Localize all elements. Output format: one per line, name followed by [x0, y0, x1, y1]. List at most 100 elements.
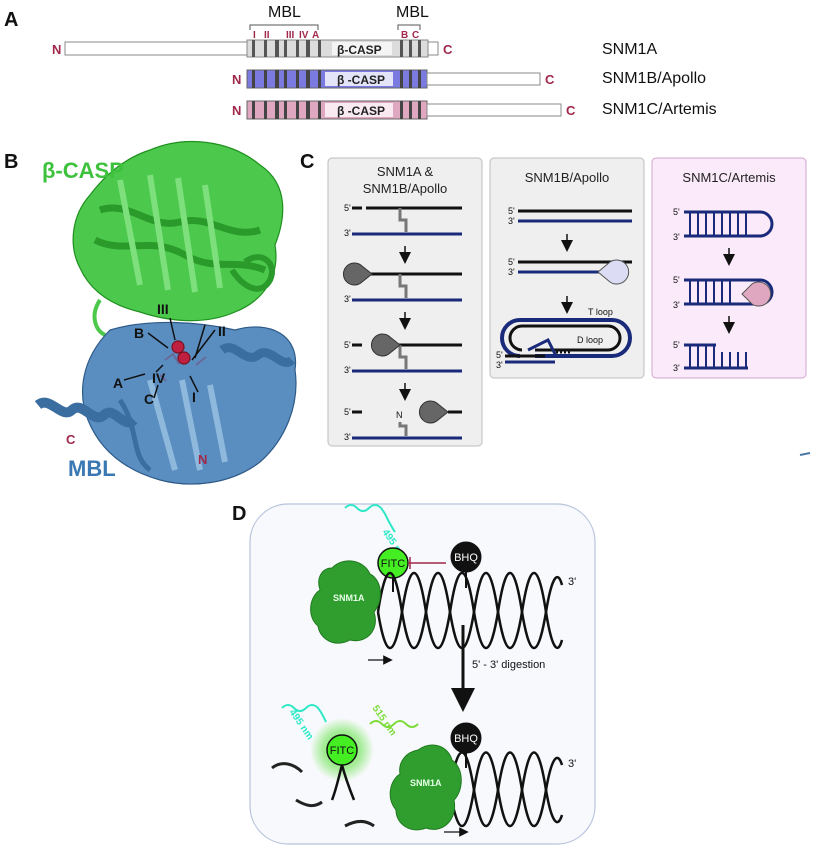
- beta-casp-label: β-CASP: [42, 158, 124, 183]
- snm1b-bar: β -CASP N C: [232, 69, 555, 89]
- digested-duplex: BHQ 3' 5' SNM1A: [389, 722, 576, 837]
- panel-d: D 495 nm FITC BHQ 3' 5' SNM1A 5' - 3' di…: [232, 503, 596, 845]
- box1-title-line1: SNM1A &: [377, 164, 434, 179]
- d-loop-label: D loop: [577, 335, 603, 345]
- mbl-n-term: N: [198, 452, 207, 467]
- svg-text:3': 3': [344, 228, 351, 238]
- t-loop-label: T loop: [588, 307, 613, 317]
- beta-casp-structure: [72, 141, 284, 337]
- motif-label-iv: IV: [152, 370, 166, 386]
- snm1b-c-label: C: [545, 72, 555, 87]
- box-snm1a-apollo: [327, 157, 483, 447]
- motif-label-a: A: [113, 375, 123, 391]
- snm1c-bar: β -CASP N C: [232, 100, 576, 120]
- panel-a: A MBL MBL I II III IV A B C β-CASP: [4, 4, 717, 120]
- svg-text:3': 3': [496, 360, 503, 370]
- three-prime-top: 3': [568, 576, 576, 588]
- panel-b: B β-CASP MBL C N: [4, 141, 297, 485]
- motif-iii: III: [286, 30, 295, 41]
- box-apollo: [489, 157, 645, 379]
- motif-iv: IV: [299, 30, 309, 41]
- panel-a-label: A: [4, 9, 18, 31]
- motif-leaders: [123, 317, 216, 399]
- svg-text:3': 3': [673, 232, 680, 242]
- fitc-label-top: FITC: [381, 558, 405, 570]
- motif-label-ii: II: [218, 323, 226, 339]
- mbl-bracket-2: [397, 24, 421, 30]
- snm1b-name: SNM1B/Apollo: [602, 70, 706, 87]
- snm1a-enzyme-top: [310, 560, 381, 644]
- artemis-nuclease-icon: [741, 281, 772, 307]
- motif-i: I: [253, 30, 256, 41]
- box2-step-1: 5' 3': [508, 206, 632, 252]
- nuclease-icon: [371, 333, 401, 357]
- box3-title: SNM1C/Artemis: [682, 170, 776, 185]
- snm1a-enzyme-bottom: [389, 744, 462, 831]
- snm1c-domain-label: β -CASP: [337, 104, 385, 118]
- snm1a-n-label: N: [52, 42, 61, 57]
- mbl-structure-label: MBL: [68, 456, 116, 481]
- box3-step-3: 5' 3': [673, 340, 748, 373]
- stray-mark: [799, 452, 811, 456]
- svg-text:3': 3': [344, 294, 351, 304]
- motif-label-i: I: [192, 389, 196, 405]
- svg-text:5': 5': [344, 203, 351, 213]
- nuclease-icon: [343, 262, 373, 286]
- snm1b-domain-label: β -CASP: [337, 73, 385, 87]
- mbl-structure: [34, 321, 297, 485]
- mbl-c-term: C: [66, 432, 76, 447]
- box1-step-3: 5' 3': [344, 333, 462, 401]
- snm1c-c-label: C: [566, 103, 576, 118]
- panel-b-label: B: [4, 151, 18, 173]
- panel-c-label: C: [300, 151, 314, 173]
- nuclease-icon: [419, 400, 449, 424]
- svg-text:3': 3': [673, 363, 680, 373]
- mbl-label-2: MBL: [396, 4, 429, 21]
- svg-text:3': 3': [508, 216, 515, 226]
- snm1c-name: SNM1C/Artemis: [602, 101, 717, 118]
- motif-label-b: B: [134, 325, 144, 341]
- box1-step-4: 5' 3' N: [344, 400, 462, 442]
- enzyme-label-bottom: SNM1A: [410, 778, 442, 788]
- mbl-bracket-1: [249, 24, 319, 30]
- box3-step-2: 5' 3': [673, 275, 774, 334]
- svg-text:3': 3': [344, 365, 351, 375]
- snm1c-n-label: N: [232, 103, 241, 118]
- svg-text:5': 5': [673, 275, 680, 285]
- snm1a-name: SNM1A: [602, 41, 657, 58]
- enzyme-label-top: SNM1A: [333, 593, 365, 603]
- snm1a-c-label: C: [443, 42, 453, 57]
- motif-a: A: [312, 30, 319, 41]
- bhq-label-top: BHQ: [454, 552, 478, 564]
- apollo-nuclease-icon: [597, 259, 630, 285]
- svg-text:5': 5': [673, 207, 680, 217]
- motif-label-c: C: [144, 391, 154, 407]
- snm1a-domain-label: β-CASP: [337, 43, 382, 57]
- panel-d-label: D: [232, 503, 246, 525]
- three-prime-bottom: 3': [568, 758, 576, 770]
- bhq-label-bottom: BHQ: [454, 733, 478, 745]
- svg-text:5': 5': [508, 257, 515, 267]
- svg-text:5': 5': [344, 340, 351, 350]
- box2-title: SNM1B/Apollo: [525, 170, 610, 185]
- box2-step-2: 5' 3': [508, 257, 632, 314]
- svg-text:5': 5': [673, 340, 680, 350]
- motif-c: C: [412, 30, 419, 41]
- motif-ii: II: [264, 30, 270, 41]
- snm1b-n-label: N: [232, 72, 241, 87]
- motif-label-iii: III: [157, 301, 169, 317]
- panel-c: C SNM1A & SNM1B/Apollo 5' 3' 5' 3' 5' 3': [300, 151, 811, 456]
- svg-text:3': 3': [673, 300, 680, 310]
- box2-t-loop: 5' 3' T loop D loop: [496, 307, 632, 370]
- box1-step-2: 5' 3': [343, 262, 462, 330]
- svg-text:5': 5': [344, 407, 351, 417]
- svg-text:3': 3': [508, 267, 515, 277]
- svg-text:5': 5': [508, 206, 515, 216]
- box1-step-1: 5' 3': [344, 203, 462, 264]
- box1-title-line2: SNM1B/Apollo: [363, 181, 448, 196]
- svg-text:N: N: [396, 410, 403, 420]
- fitc-label-bottom: FITC: [330, 745, 354, 757]
- motif-b: B: [401, 30, 408, 41]
- svg-text:3': 3': [344, 432, 351, 442]
